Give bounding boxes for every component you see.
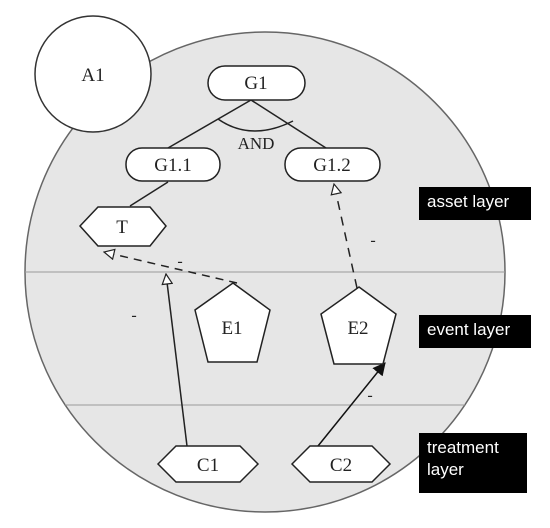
goal-label-g1: G1 <box>244 73 267 94</box>
layer-label-treatment: treatment layer <box>419 433 527 493</box>
treatment-label-c2: C2 <box>330 455 352 476</box>
and-arc <box>217 118 294 132</box>
edge-c1-to-t <box>166 274 188 447</box>
and-label: AND <box>238 134 275 153</box>
treatment-node-c1 <box>156 445 260 483</box>
edge-g1-to-g12 <box>250 99 327 149</box>
edge-c2-to-e2 <box>317 362 386 447</box>
event-node-e1 <box>194 282 271 363</box>
layer-label-event: event layer <box>419 315 531 348</box>
edge-e1-to-t <box>104 252 238 284</box>
edge-e2-to-g12 <box>334 184 358 289</box>
sign-e2-to-g12: - <box>370 232 375 249</box>
event-label-e1: E1 <box>221 318 242 339</box>
threat-label-t: T <box>116 217 128 238</box>
treatment-node-c2 <box>290 445 392 483</box>
goal-label-g12: G1.2 <box>313 155 350 176</box>
asset-region-label: A1 <box>81 65 104 86</box>
event-node-e2 <box>320 286 397 365</box>
edge-g1-to-g11 <box>167 99 252 149</box>
edge-t-to-g11 <box>129 181 169 207</box>
goal-node-g12 <box>284 147 381 182</box>
threat-node-t <box>78 206 167 247</box>
asset-region-circle <box>34 15 152 133</box>
event-label-e2: E2 <box>347 318 368 339</box>
sign-c2-to-e2: - <box>367 387 372 404</box>
sign-e1-to-t: - <box>177 253 182 270</box>
goal-node-g1 <box>207 65 306 101</box>
goal-label-g11: G1.1 <box>154 155 191 176</box>
goal-node-g11 <box>125 147 221 182</box>
treatment-label-c1: C1 <box>197 455 219 476</box>
layer-label-asset: asset layer <box>419 187 531 220</box>
sign-c1-to-t: - <box>131 307 136 324</box>
